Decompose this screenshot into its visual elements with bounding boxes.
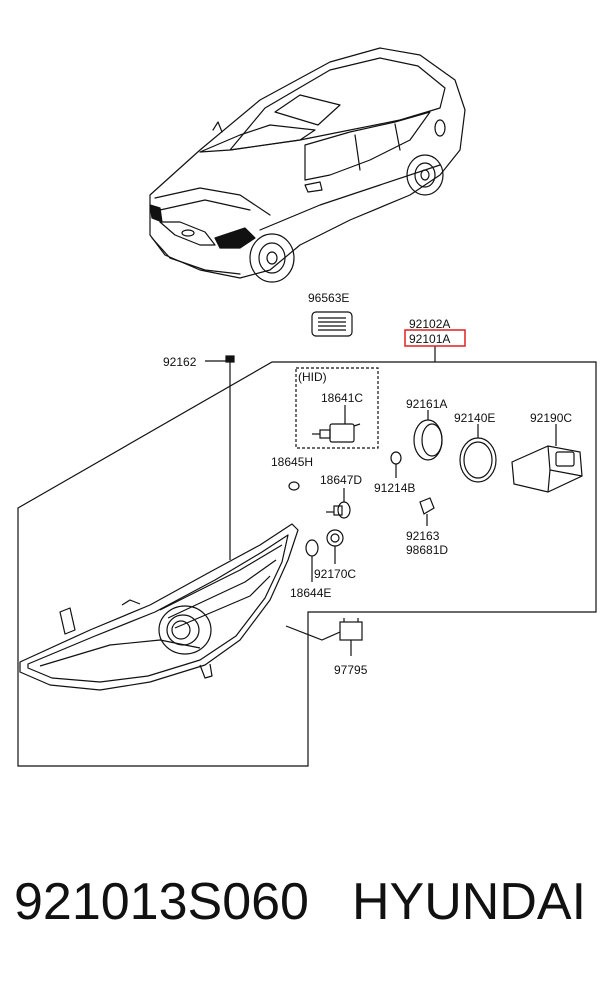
label-18641C: 18641C <box>321 391 363 405</box>
part-96563E <box>311 311 353 337</box>
part-97795-connector <box>285 618 363 656</box>
label-92102A: 92102A <box>409 317 450 331</box>
label-98681D: 98681D <box>406 543 448 557</box>
part-91214B <box>390 451 402 478</box>
brand-name: HYUNDAI <box>352 873 587 931</box>
car-illustration <box>149 47 466 283</box>
part-number: 921013S060 <box>14 873 309 931</box>
label-96563E: 96563E <box>308 291 349 305</box>
footer: 921013S060 HYUNDAI <box>0 872 600 952</box>
label-92162: 92162 <box>163 355 197 369</box>
label-92163: 92163 <box>406 529 440 543</box>
label-18647D: 18647D <box>320 473 362 487</box>
label-92170C: 92170C <box>314 567 356 581</box>
highlight-box <box>404 329 466 347</box>
assembly-frame <box>17 346 597 767</box>
part-92140E-gasket <box>459 424 497 483</box>
part-92162-screw <box>205 355 235 560</box>
label-92140E: 92140E <box>454 411 495 425</box>
part-18644E-bulb <box>305 539 319 582</box>
part-92161A-ring <box>413 410 443 461</box>
label-hid: (HID) <box>298 370 327 384</box>
part-92190C-ballast <box>511 424 583 493</box>
label-18645H: 18645H <box>271 455 313 469</box>
part-18641C-bulb <box>312 405 361 443</box>
part-18645H <box>288 481 300 491</box>
headlamp-assembly <box>19 523 299 691</box>
label-92101A: 92101A <box>409 332 450 346</box>
label-97795: 97795 <box>334 663 368 677</box>
part-92170C-socket <box>326 529 344 564</box>
label-18644E: 18644E <box>290 586 331 600</box>
label-92161A: 92161A <box>406 397 447 411</box>
label-92190C: 92190C <box>530 411 572 425</box>
part-18647D-bulb <box>326 488 351 519</box>
part-92163 <box>419 497 435 526</box>
label-91214B: 91214B <box>374 481 415 495</box>
